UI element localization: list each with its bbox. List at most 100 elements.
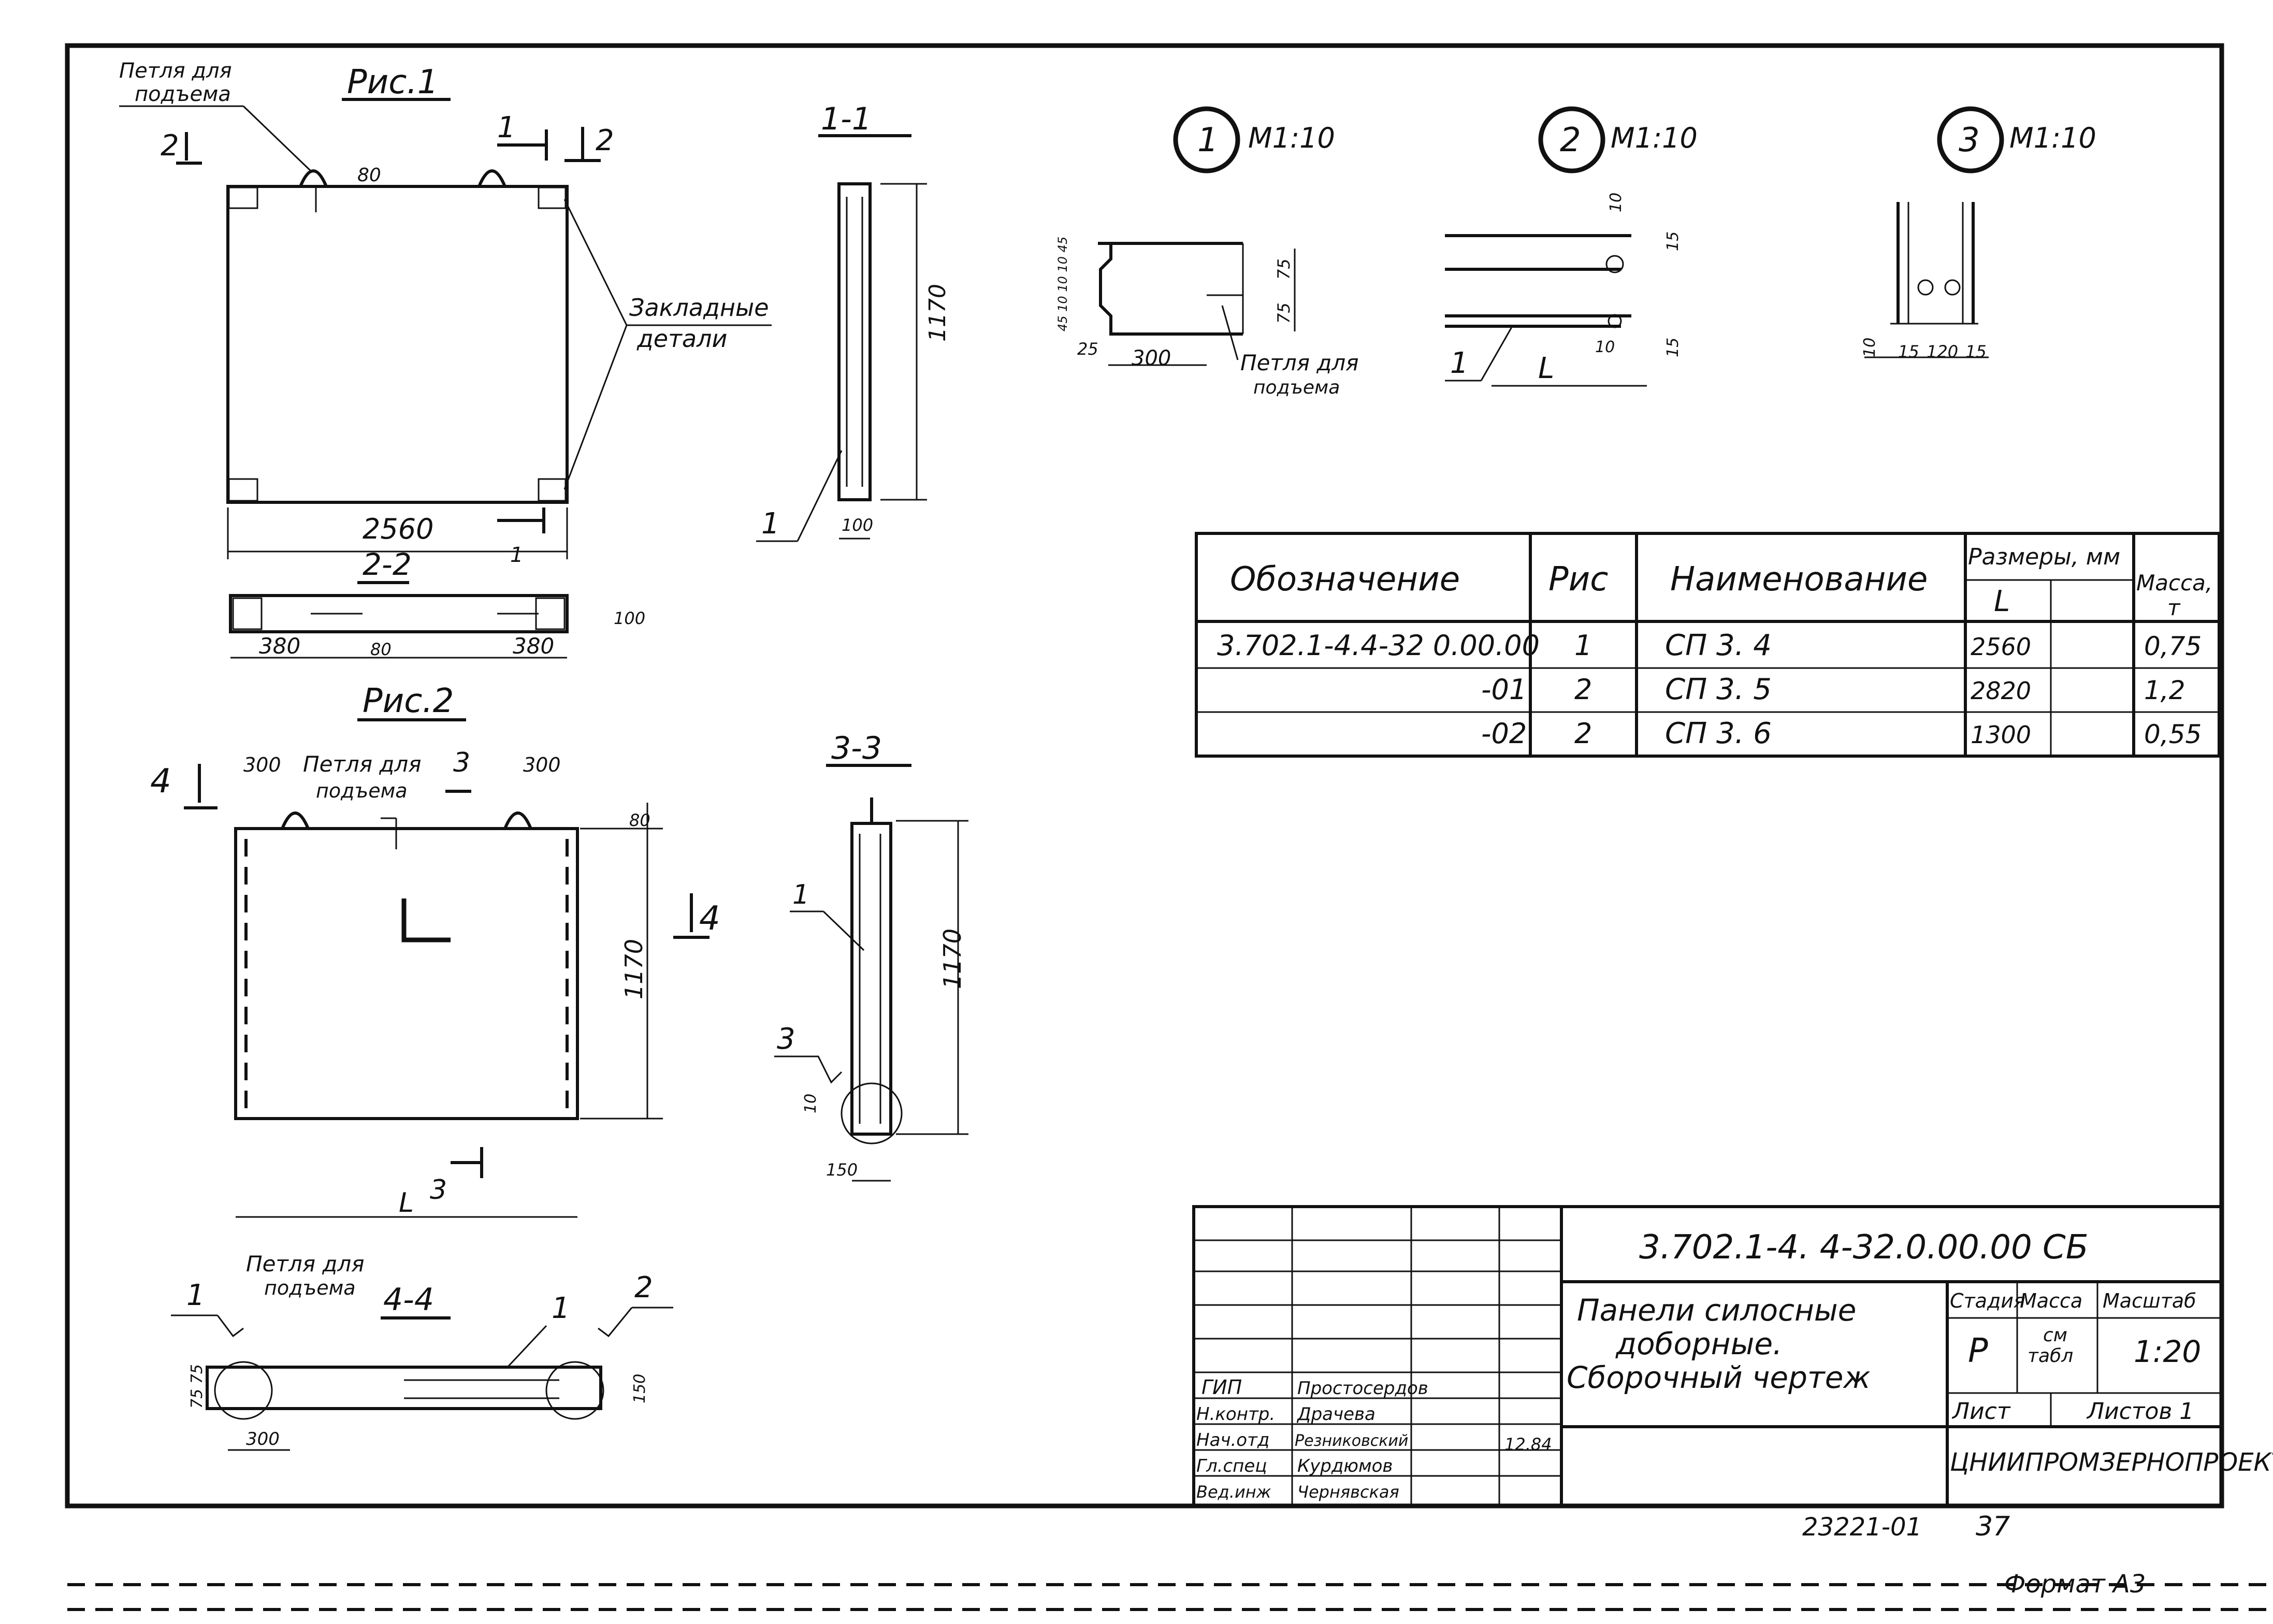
- sec33-callout-3: 3: [777, 1022, 795, 1056]
- detail1-loop-1: Петля для: [1240, 350, 1359, 375]
- name-4: Чернявская: [1297, 1482, 1399, 1502]
- sec22-outline: [229, 594, 569, 633]
- row3-name: СП 3. 6: [1665, 717, 1772, 750]
- detail3-d15a: 15: [1898, 342, 1919, 361]
- row3-mass: 0,55: [2144, 719, 2202, 749]
- th-fig: Рис: [1548, 560, 1608, 599]
- detail3-d10: 10: [1861, 338, 1879, 357]
- sec22-dim-c: 80: [370, 640, 392, 659]
- sec44-outline: [206, 1366, 602, 1410]
- detail2-circle: [1538, 106, 1605, 173]
- th-L: L: [1994, 585, 2010, 618]
- fig2-cut-3-top: 3: [453, 747, 470, 778]
- fig2-view: Рис.2 4 300 Петля для подъема 3 300 80 1…: [150, 682, 720, 1219]
- sec11-outline: [837, 182, 872, 501]
- row2-L: 2820: [1971, 677, 2031, 705]
- detail2-d15a: 15: [1664, 231, 1682, 251]
- row2-name: СП 3. 5: [1665, 673, 1772, 706]
- frame-border: [65, 43, 2224, 1509]
- fig2-len: L: [399, 1187, 414, 1219]
- detail2-d10b: 10: [1595, 338, 1615, 356]
- section-2-2: 2-2 380 80 380 100: [229, 547, 645, 659]
- panel-sp35: [234, 827, 579, 1120]
- title-block: ГИП Простосердов Н.контр. Драчева Нач.от…: [1192, 1205, 2273, 1507]
- embedded-label-2: детали: [636, 325, 727, 353]
- detail-2-marker: [545, 1361, 604, 1420]
- fig2-title: Рис.2: [363, 682, 454, 720]
- fig1-view: Рис.1 Петля для подъема 2 80 1 2 Закладн…: [119, 59, 772, 567]
- sec33-width: 150: [826, 1160, 858, 1180]
- sec22-title: 2-2: [363, 547, 412, 582]
- detail3-d120: 120: [1927, 342, 1958, 361]
- fig1-title: Рис.1: [347, 63, 438, 102]
- detail2-callout: 1: [1450, 346, 1469, 380]
- detail3-scale: М1:10: [2009, 122, 2096, 154]
- detail2-scale: М1:10: [1611, 122, 1698, 154]
- sec44-dim-300: 300: [246, 1429, 280, 1449]
- name-1: Драчева: [1296, 1404, 1376, 1425]
- sec33-height: 1170: [938, 929, 966, 989]
- row1-mass: 0,75: [2144, 631, 2202, 661]
- detail1-d75a: 75: [1274, 258, 1294, 280]
- detail3-num: 3: [1959, 121, 1980, 160]
- detail2-d10a: 10: [1607, 193, 1625, 212]
- sec44-dim-75: 75 75: [188, 1364, 206, 1409]
- fig2-height: 1170: [620, 939, 648, 999]
- sec44-callout-1b: 1: [552, 1292, 570, 1325]
- lift-loop-right: [477, 169, 506, 187]
- role-0: ГИП: [1201, 1376, 1242, 1399]
- spec-table: Обозначение Рис Наименование Размеры, мм…: [1195, 532, 2221, 758]
- row1-name: СП 3. 4: [1665, 629, 1772, 662]
- detail2-d15b: 15: [1664, 338, 1682, 357]
- mass-value-2: табл: [2028, 1345, 2073, 1367]
- scale-header: Масштаб: [2103, 1289, 2196, 1312]
- th-sizes: Размеры, мм: [1968, 544, 2120, 570]
- sec44-callout-2: 2: [634, 1271, 653, 1304]
- sec44-loop-1: Петля для: [246, 1251, 365, 1277]
- detail1-dims: 45 10 10 10 45: [1055, 237, 1070, 331]
- sec33-callout-1: 1: [792, 879, 809, 910]
- embedded-label-1: Закладные: [629, 294, 769, 322]
- detail1-loop-2: подъема: [1253, 377, 1340, 398]
- fig1-width-dim: 2560: [363, 513, 433, 545]
- th-designation: Обозначение: [1230, 560, 1460, 599]
- fig2-cut-4-right: 4: [699, 900, 720, 938]
- detail1-scale: М1:10: [1248, 122, 1335, 154]
- fig1-cut-2-right: 2: [596, 124, 614, 157]
- embedded-tl: [228, 186, 258, 209]
- fig1-loop-height: 80: [357, 165, 381, 186]
- detail-3: 3 М1:10 10 15 120 15: [1861, 106, 2096, 361]
- lift-loop-left: [299, 169, 328, 187]
- fig2-cut-4-left: 4: [150, 762, 171, 801]
- name-3: Курдюмов: [1297, 1456, 1393, 1476]
- row2-fig: 2: [1574, 673, 1592, 706]
- role-3: Гл.спец: [1196, 1456, 1267, 1476]
- stage-header: Стадия: [1950, 1289, 2025, 1312]
- sec44-loop-2: подъема: [264, 1277, 356, 1299]
- row3-designation: -02: [1481, 717, 1527, 750]
- sec11-title: 1-1: [821, 101, 872, 137]
- inventory-number: 23221-01: [1802, 1513, 1922, 1542]
- row2-mass: 1,2: [2144, 675, 2185, 705]
- scale-value: 1:20: [2134, 1334, 2201, 1369]
- embedded-bl: [228, 478, 258, 502]
- detail1-d25: 25: [1077, 339, 1098, 359]
- embedded-tr: [538, 186, 567, 209]
- detail1-d75b: 75: [1274, 302, 1294, 324]
- fig1-loop-label-1: Петля для: [119, 59, 232, 83]
- row3-L: 1300: [1971, 721, 2031, 749]
- row1-designation: 3.702.1-4.4-32 0.00.00: [1217, 629, 1540, 662]
- row2-designation: -01: [1481, 673, 1527, 706]
- sheet-format: Формат А3: [2004, 1570, 2146, 1599]
- detail1-num: 1: [1197, 121, 1219, 160]
- stage-value: Р: [1968, 1332, 1988, 1370]
- fig2-loop-label-2: подъема: [316, 779, 408, 802]
- row1-L: 2560: [1971, 633, 2031, 661]
- fig1-cut-1-bottom: 1: [510, 543, 523, 567]
- row3-fig: 2: [1574, 717, 1592, 750]
- row1-fig: 1: [1574, 629, 1592, 662]
- fig2-loop-label-1: Петля для: [303, 751, 422, 777]
- sec11-height: 1170: [924, 284, 951, 342]
- sec22-dim-h: 100: [614, 608, 645, 628]
